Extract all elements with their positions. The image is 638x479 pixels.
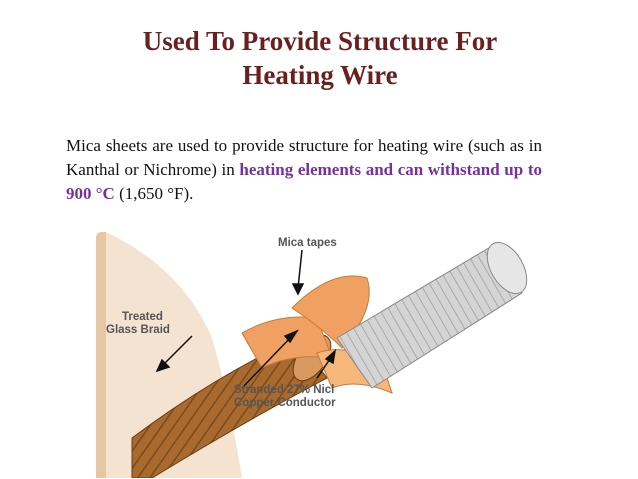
callout-arrows xyxy=(155,249,337,389)
title-line-2: Heating Wire xyxy=(242,60,398,90)
arrow-head-mica-2 xyxy=(283,329,299,344)
label-treated: Treated xyxy=(122,311,163,323)
background-frame xyxy=(96,232,106,478)
label-stranded: Stranded 27% Nicl xyxy=(234,384,334,396)
label-mica-tapes: Mica tapes xyxy=(278,237,337,249)
paragraph-text-end: (1,650 °F). xyxy=(114,184,194,203)
heating-wire-diagram: Mica tapes Treated Glass Braid Stranded … xyxy=(92,228,562,478)
arrow-head-conductor xyxy=(324,349,337,365)
body-paragraph: Mica sheets are used to provide structur… xyxy=(66,134,542,206)
paragraph-highlight: heating elements and can withstand up to… xyxy=(66,160,543,203)
label-glass-braid: Glass Braid xyxy=(106,324,170,336)
title-line-1: Used To Provide Structure For xyxy=(142,26,498,56)
arrow-head-mica xyxy=(291,283,305,296)
label-copper-conductor: Copper Conductor xyxy=(234,397,336,409)
paragraph-text: Mica sheets are used to provide structur… xyxy=(66,136,542,179)
wire-illustration: Mica tapes Treated Glass Braid Stranded … xyxy=(96,232,528,478)
arrow-head-braid xyxy=(155,358,171,373)
stranded-conductor xyxy=(336,241,528,389)
slide-title: Used To Provide Structure For Heating Wi… xyxy=(60,24,580,92)
